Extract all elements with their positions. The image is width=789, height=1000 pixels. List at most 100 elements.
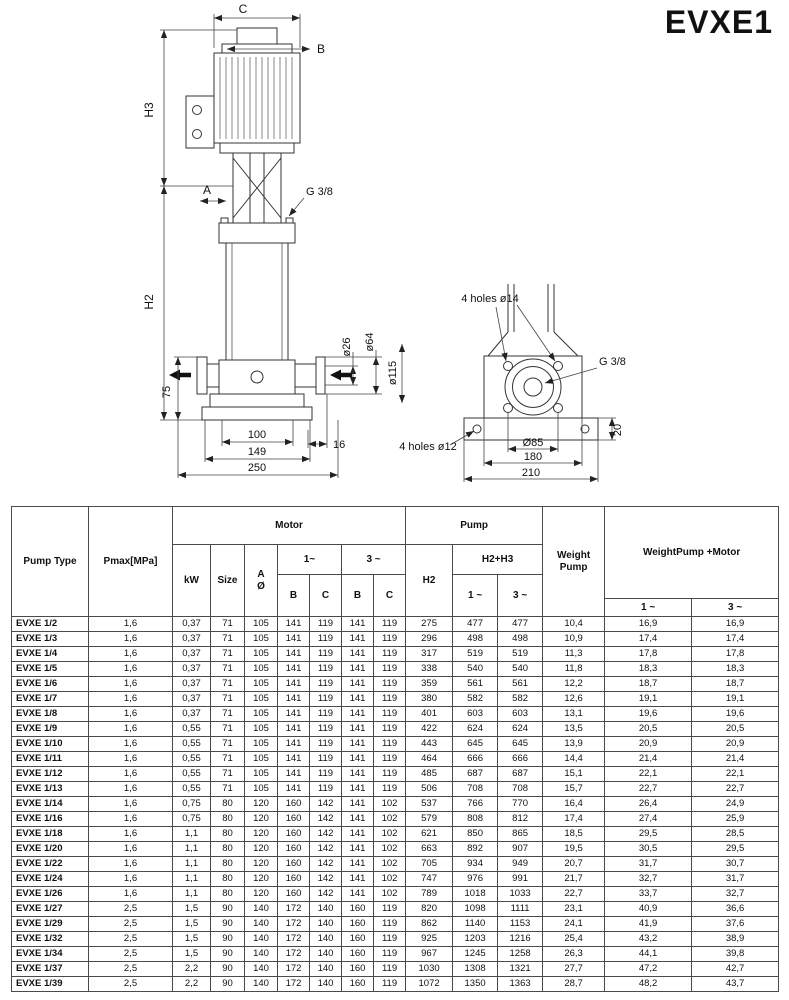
value-cell: 141 (277, 661, 310, 677)
value-cell: 621 (405, 826, 454, 842)
value-cell: 22,7 (691, 781, 780, 797)
value-cell: 338 (405, 661, 454, 677)
value-cell: 119 (309, 661, 342, 677)
value-cell: 25,9 (691, 811, 780, 827)
value-cell: 90 (210, 901, 245, 917)
value-cell: 43,7 (691, 976, 780, 992)
value-cell: 359 (405, 676, 454, 692)
value-cell: 119 (309, 766, 342, 782)
value-cell: 80 (210, 811, 245, 827)
value-cell: 1,5 (172, 946, 211, 962)
value-cell: 105 (244, 631, 278, 647)
value-cell: 485 (405, 766, 454, 782)
value-cell: 172 (277, 931, 310, 947)
value-cell: 71 (210, 631, 245, 647)
pump-type-cell: EVXE 1/5 (11, 661, 89, 677)
value-cell: 1363 (497, 976, 544, 992)
value-cell: 1153 (497, 916, 544, 932)
group-header-motor-1ph: 1~ (277, 544, 342, 575)
value-cell: 105 (244, 661, 278, 677)
value-cell: 140 (244, 916, 278, 932)
pump-type-cell: EVXE 1/11 (11, 751, 89, 767)
value-cell: 317 (405, 646, 454, 662)
value-cell: 20,5 (691, 721, 780, 737)
value-cell: 17,4 (691, 631, 780, 647)
value-cell: 862 (405, 916, 454, 932)
value-cell: 18,3 (691, 661, 780, 677)
value-cell: 28,5 (691, 826, 780, 842)
pump-type-cell: EVXE 1/37 (11, 961, 89, 977)
value-cell: 21,4 (604, 751, 693, 767)
pump-base-view (463, 284, 599, 441)
technical-drawing: C B H3 H2 A G 3/8 75 ø26 ø64 ø115 100 14… (142, 2, 626, 483)
value-cell: 0,37 (172, 646, 211, 662)
value-cell: 160 (341, 916, 374, 932)
value-cell: 12,2 (542, 676, 606, 692)
value-cell: 907 (497, 841, 544, 857)
value-cell: 25,4 (542, 931, 606, 947)
value-cell: 17,4 (542, 811, 606, 827)
dim-180-label: 180 (524, 451, 542, 463)
value-cell: 850 (452, 826, 499, 842)
value-cell: 71 (210, 706, 245, 722)
holes-d14-label: 4 holes ø14 (461, 293, 518, 305)
header-row-4: 1 ~ 3 ~ (12, 598, 780, 617)
value-cell: 71 (210, 616, 245, 632)
pump-front-view (185, 27, 326, 421)
value-cell: 666 (452, 751, 499, 767)
value-cell: 1111 (497, 901, 544, 917)
value-cell: 141 (341, 856, 374, 872)
value-cell: 537 (405, 796, 454, 812)
pump-type-cell: EVXE 1/26 (11, 886, 89, 902)
front-view-dimensions (160, 14, 406, 479)
pump-type-cell: EVXE 1/3 (11, 631, 89, 647)
value-cell: 102 (372, 796, 407, 812)
value-cell: 172 (277, 976, 310, 992)
value-cell: 865 (497, 826, 544, 842)
flow-arrow-left (169, 369, 191, 381)
value-cell: 119 (372, 646, 407, 662)
col-header-kw: kW (172, 544, 211, 617)
value-cell: 172 (277, 916, 310, 932)
value-cell: 141 (341, 811, 374, 827)
value-cell: 624 (452, 721, 499, 737)
value-cell: 160 (277, 826, 310, 842)
value-cell: 105 (244, 706, 278, 722)
value-cell: 666 (497, 751, 544, 767)
value-cell: 102 (372, 841, 407, 857)
value-cell: 40,9 (604, 901, 693, 917)
value-cell: 0,55 (172, 721, 211, 737)
value-cell: 29,5 (691, 841, 780, 857)
value-cell: 2,5 (88, 901, 173, 917)
value-cell: 808 (452, 811, 499, 827)
dim-d64-label: ø64 (364, 333, 376, 352)
value-cell: 119 (372, 676, 407, 692)
value-cell: 1140 (452, 916, 499, 932)
value-cell: 160 (341, 961, 374, 977)
spec-table: Pump Type Pmax[MPa] Motor Pump Weight Pu… (11, 506, 780, 992)
value-cell: 80 (210, 826, 245, 842)
value-cell: 119 (372, 766, 407, 782)
value-cell: 17,8 (604, 646, 693, 662)
value-cell: 120 (244, 841, 278, 857)
col-header-weight-pump: Weight Pump (542, 506, 606, 617)
value-cell: 119 (372, 976, 407, 992)
pump-type-cell: EVXE 1/29 (11, 916, 89, 932)
pump-type-cell: EVXE 1/10 (11, 736, 89, 752)
value-cell: 705 (405, 856, 454, 872)
value-cell: 29,5 (604, 826, 693, 842)
group-header-motor-3ph: 3 ~ (340, 544, 407, 575)
value-cell: 15,7 (542, 781, 606, 797)
value-cell: 141 (277, 721, 310, 737)
value-cell: 519 (452, 646, 499, 662)
value-cell: 624 (497, 721, 544, 737)
value-cell: 925 (405, 931, 454, 947)
value-cell: 160 (277, 886, 310, 902)
pump-type-cell: EVXE 1/34 (11, 946, 89, 962)
value-cell: 119 (372, 691, 407, 707)
dim-h2-label: H2 (142, 294, 156, 310)
